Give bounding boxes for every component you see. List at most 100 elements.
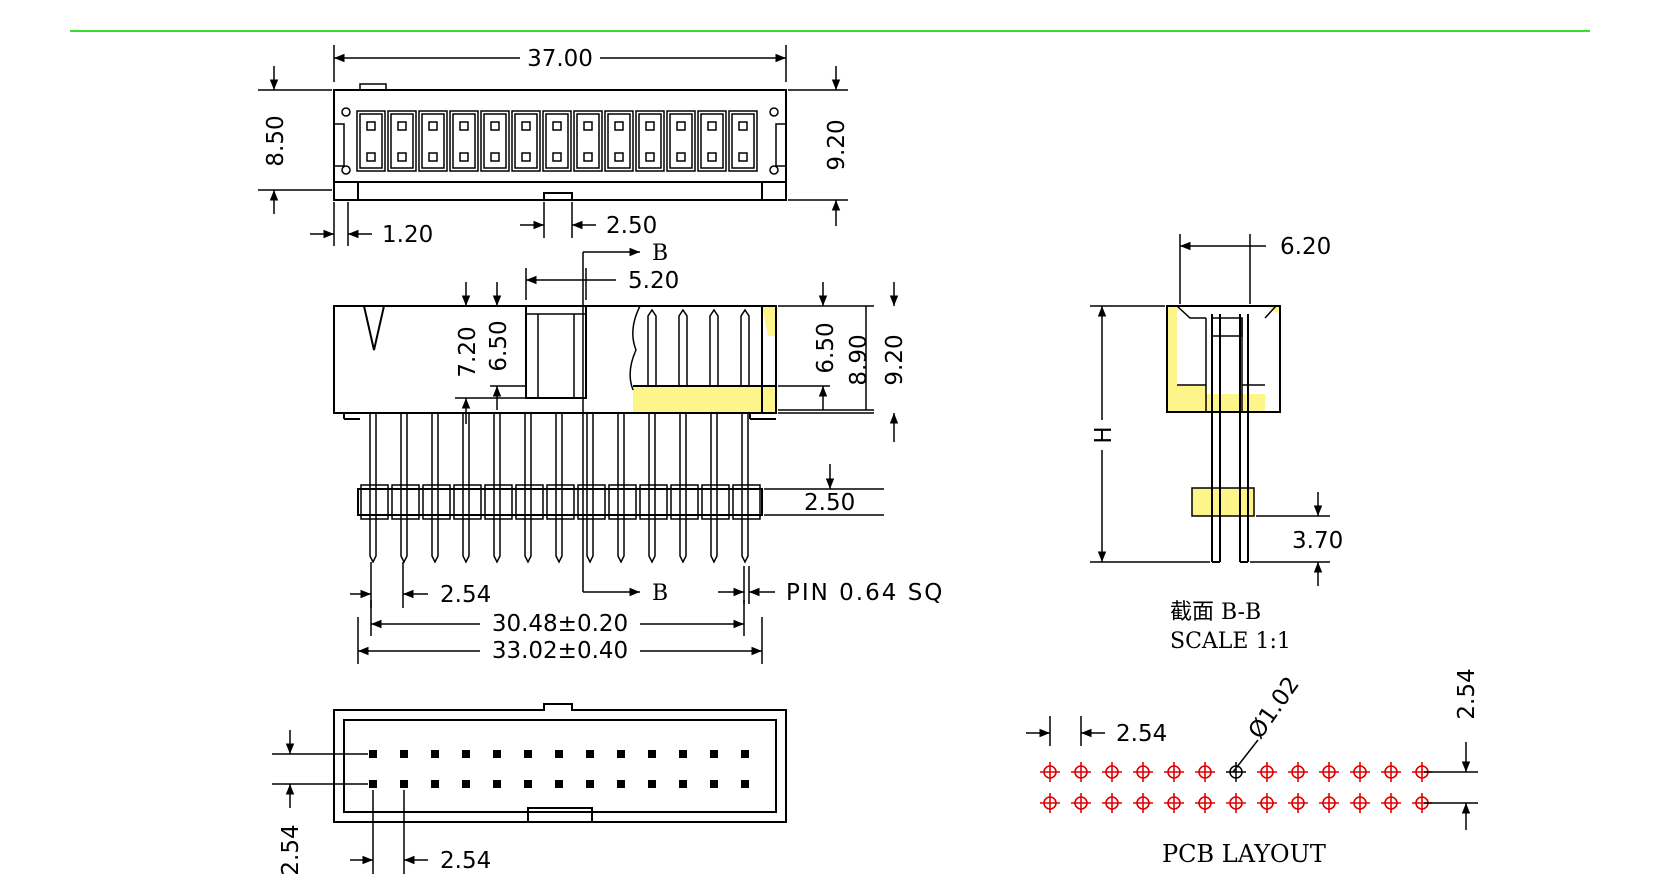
top-contact-hole — [583, 152, 593, 162]
top-contact-cell-inner — [421, 113, 445, 169]
dim-6-20: 6.20 — [1179, 234, 1331, 304]
front-standoff-block — [670, 484, 699, 520]
dim-9-20-top-label: 9.20 — [824, 119, 850, 170]
top-contact-hole — [397, 152, 407, 162]
top-contact-cell-inner — [669, 113, 693, 169]
dim-side-8-90: 8.90 — [846, 334, 872, 385]
pcb-title: PCB LAYOUT — [1162, 840, 1326, 868]
top-contact-cell-inner — [545, 113, 569, 169]
top-contact-cell — [511, 110, 541, 172]
dim-pcb-pitch-h: 2.54 — [1026, 716, 1167, 747]
bottom-pin-dot — [648, 750, 656, 758]
top-contact-hole — [366, 121, 376, 131]
front-pin — [586, 413, 594, 564]
bottom-pin-dot — [493, 750, 501, 758]
front-standoff-block — [577, 484, 606, 520]
front-pin — [617, 413, 625, 564]
top-contact-cells — [356, 110, 758, 172]
top-contact-hole — [521, 152, 531, 162]
front-standoff-block — [732, 484, 761, 520]
bottom-pin-dot — [710, 780, 718, 788]
front-pin — [431, 413, 439, 564]
dim-span-inner: 30.48±0.20 — [370, 600, 745, 637]
front-standoff-block — [608, 484, 637, 520]
top-contact-hole — [707, 152, 717, 162]
top-contact-hole — [459, 152, 469, 162]
top-contact-hole — [614, 152, 624, 162]
top-contact-cell — [449, 110, 479, 172]
dim-hole-dia: Ø1.02 — [1244, 672, 1305, 744]
dim-side-heights: 6.50 8.90 9.20 — [778, 282, 908, 442]
front-pin — [493, 413, 501, 564]
top-contact-cell — [387, 110, 417, 172]
top-contact-hole — [645, 152, 655, 162]
dim-side-6-50: 6.50 — [813, 322, 839, 373]
front-standoff-block — [453, 484, 482, 520]
top-contact-hole — [397, 121, 407, 131]
bottom-pin-dot — [431, 780, 439, 788]
dim-side-9-20: 9.20 — [882, 334, 908, 385]
top-contact-cell-inner — [452, 113, 476, 169]
top-contact-hole — [459, 121, 469, 131]
dim-5-20: 5.20 — [525, 268, 679, 300]
dim-7-20-6-50: 7.20 6.50 — [455, 282, 526, 424]
dim-1-20-label: 1.20 — [382, 222, 433, 248]
section-line-b: B B — [582, 241, 668, 606]
front-pin — [555, 413, 563, 564]
dim-bottom-pitch: 2.54 2.54 — [272, 730, 491, 876]
top-contact-hole — [645, 121, 655, 131]
pcb-layout — [1040, 762, 1432, 813]
dim-9-20-top: 9.20 — [788, 66, 850, 226]
top-contact-cell — [356, 110, 386, 172]
section-mark-bottom: B — [652, 581, 668, 606]
section-view — [1166, 305, 1281, 563]
top-contact-cell — [635, 110, 665, 172]
top-contact-cell-inner — [576, 113, 600, 169]
dim-37: 37.00 — [527, 46, 593, 72]
section-mark-top: B — [652, 241, 668, 266]
top-contact-cell — [604, 110, 634, 172]
top-contact-cell-inner — [359, 113, 383, 169]
bottom-pin-dots — [369, 750, 749, 788]
dim-2-50-notch: 2.50 — [520, 202, 657, 239]
top-contact-cell-inner — [483, 113, 507, 169]
bottom-pin-dot — [524, 750, 532, 758]
front-upper-pin — [678, 308, 688, 386]
dim-2-54-bottom-h: 2.54 — [440, 848, 491, 874]
top-contact-hole — [738, 121, 748, 131]
bottom-pin-dot — [648, 780, 656, 788]
top-contact-cell-inner — [731, 113, 755, 169]
bottom-pin-dot — [493, 780, 501, 788]
section-title: 截面 B-B — [1170, 600, 1261, 625]
top-contact-cell — [697, 110, 727, 172]
dim-pcb-2-54-h: 2.54 — [1116, 721, 1167, 747]
section-scale: SCALE 1:1 — [1170, 629, 1291, 654]
front-standoff-blocks — [360, 484, 761, 520]
front-pin — [369, 413, 377, 564]
dim-7-20-label: 7.20 — [455, 326, 481, 377]
bottom-pin-dot — [586, 750, 594, 758]
dim-6-20-label: 6.20 — [1280, 234, 1331, 260]
bottom-pin-dot — [586, 780, 594, 788]
dim-h: H — [1090, 305, 1210, 563]
top-contact-cell-inner — [638, 113, 662, 169]
dim-3-70: 3.70 — [1250, 492, 1343, 586]
front-upper-pin — [647, 308, 657, 386]
top-contact-hole — [614, 121, 624, 131]
top-contact-hole — [552, 121, 562, 131]
dim-5-20-label: 5.20 — [628, 268, 679, 294]
bottom-pin-dot — [679, 750, 687, 758]
bottom-view — [333, 703, 787, 823]
bottom-pin-dot — [400, 750, 408, 758]
dim-pcb-hole: Ø1.02 — [1232, 672, 1305, 773]
top-contact-cell — [542, 110, 572, 172]
bottom-pin-dot — [741, 780, 749, 788]
front-pin — [679, 413, 687, 564]
top-contact-hole — [552, 152, 562, 162]
bottom-pin-dot — [679, 780, 687, 788]
front-standoff-block — [639, 484, 668, 520]
bottom-pin-dot — [462, 750, 470, 758]
front-pin — [400, 413, 408, 564]
bottom-pin-dot — [741, 750, 749, 758]
